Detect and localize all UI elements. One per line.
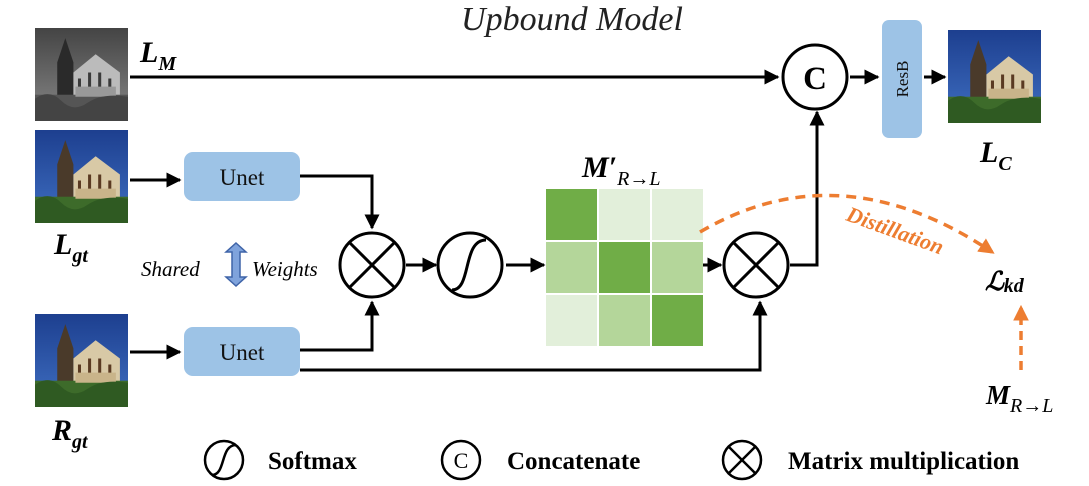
matmul-operator-2 — [722, 231, 790, 299]
label-l-c: LC — [979, 136, 1012, 175]
matrix-cell-r0-c2 — [652, 189, 703, 240]
arrow-matmul2-to-concat — [790, 110, 825, 267]
label-l-kd: ℒkd — [985, 267, 1025, 297]
matrix-cell-r1-c1 — [599, 242, 650, 293]
arrow-unet-bottom-to-matmul — [300, 300, 380, 352]
matrix-cell-r0-c1 — [599, 189, 650, 240]
label-l-gt: Lgt — [53, 228, 89, 267]
legend-softmax-icon — [203, 439, 245, 481]
attention-matrix — [546, 189, 703, 346]
unet-bottom-label: Unet — [220, 340, 265, 365]
matrix-cell-r1-c0 — [546, 242, 597, 293]
label-m-prime: M′R→L — [581, 151, 660, 190]
softmax-operator — [436, 231, 504, 299]
lc-image — [948, 30, 1041, 123]
concat-operator-symbol: C — [803, 61, 827, 97]
matmul-operator-1 — [338, 231, 406, 299]
rgt-image — [35, 314, 128, 407]
unet-top-block — [184, 152, 300, 201]
legend-matmul-icon — [721, 439, 763, 481]
matrix-cell-r0-c0 — [546, 189, 597, 240]
matrix-cell-r2-c1 — [599, 295, 650, 346]
connections — [130, 69, 947, 372]
arrow-unet-top-to-matmul — [300, 174, 380, 230]
concat-operator: C — [781, 43, 849, 111]
legend-concatenate-label: Concatenate — [507, 448, 640, 475]
label-r-gt: Rgt — [51, 414, 89, 453]
legend-concat-symbol: C — [454, 448, 469, 473]
matrix-cell-r2-c0 — [546, 295, 597, 346]
shared-weights-arrow-icon — [224, 241, 248, 288]
label-l-m: LM — [139, 36, 177, 75]
lm-image — [35, 28, 128, 121]
matrix-cell-r2-c2 — [652, 295, 703, 346]
unet-bottom-block — [184, 327, 300, 376]
legend-matmul-label: Matrix multiplication — [788, 448, 1019, 475]
resb-label: ResB — [893, 61, 912, 98]
lgt-image — [35, 130, 128, 223]
diagram-title: Upbound Model — [461, 1, 683, 38]
arrow-rgt-feature-to-matmul2 — [300, 300, 768, 372]
distillation-label: Distillation — [842, 201, 947, 260]
label-m-r-to-l: MR→L — [985, 380, 1053, 417]
unet-top-label: Unet — [220, 165, 265, 190]
weights-label: Weights — [252, 257, 318, 281]
shared-label: Shared — [141, 257, 200, 281]
legend-concat-icon: C — [440, 439, 482, 481]
legend-softmax-label: Softmax — [268, 448, 357, 475]
matrix-cell-r1-c2 — [652, 242, 703, 293]
distillation-arrow — [699, 193, 995, 254]
legend: Softmax C Concatenate Matrix multiplicat… — [203, 439, 1019, 481]
resb-block — [882, 20, 922, 138]
